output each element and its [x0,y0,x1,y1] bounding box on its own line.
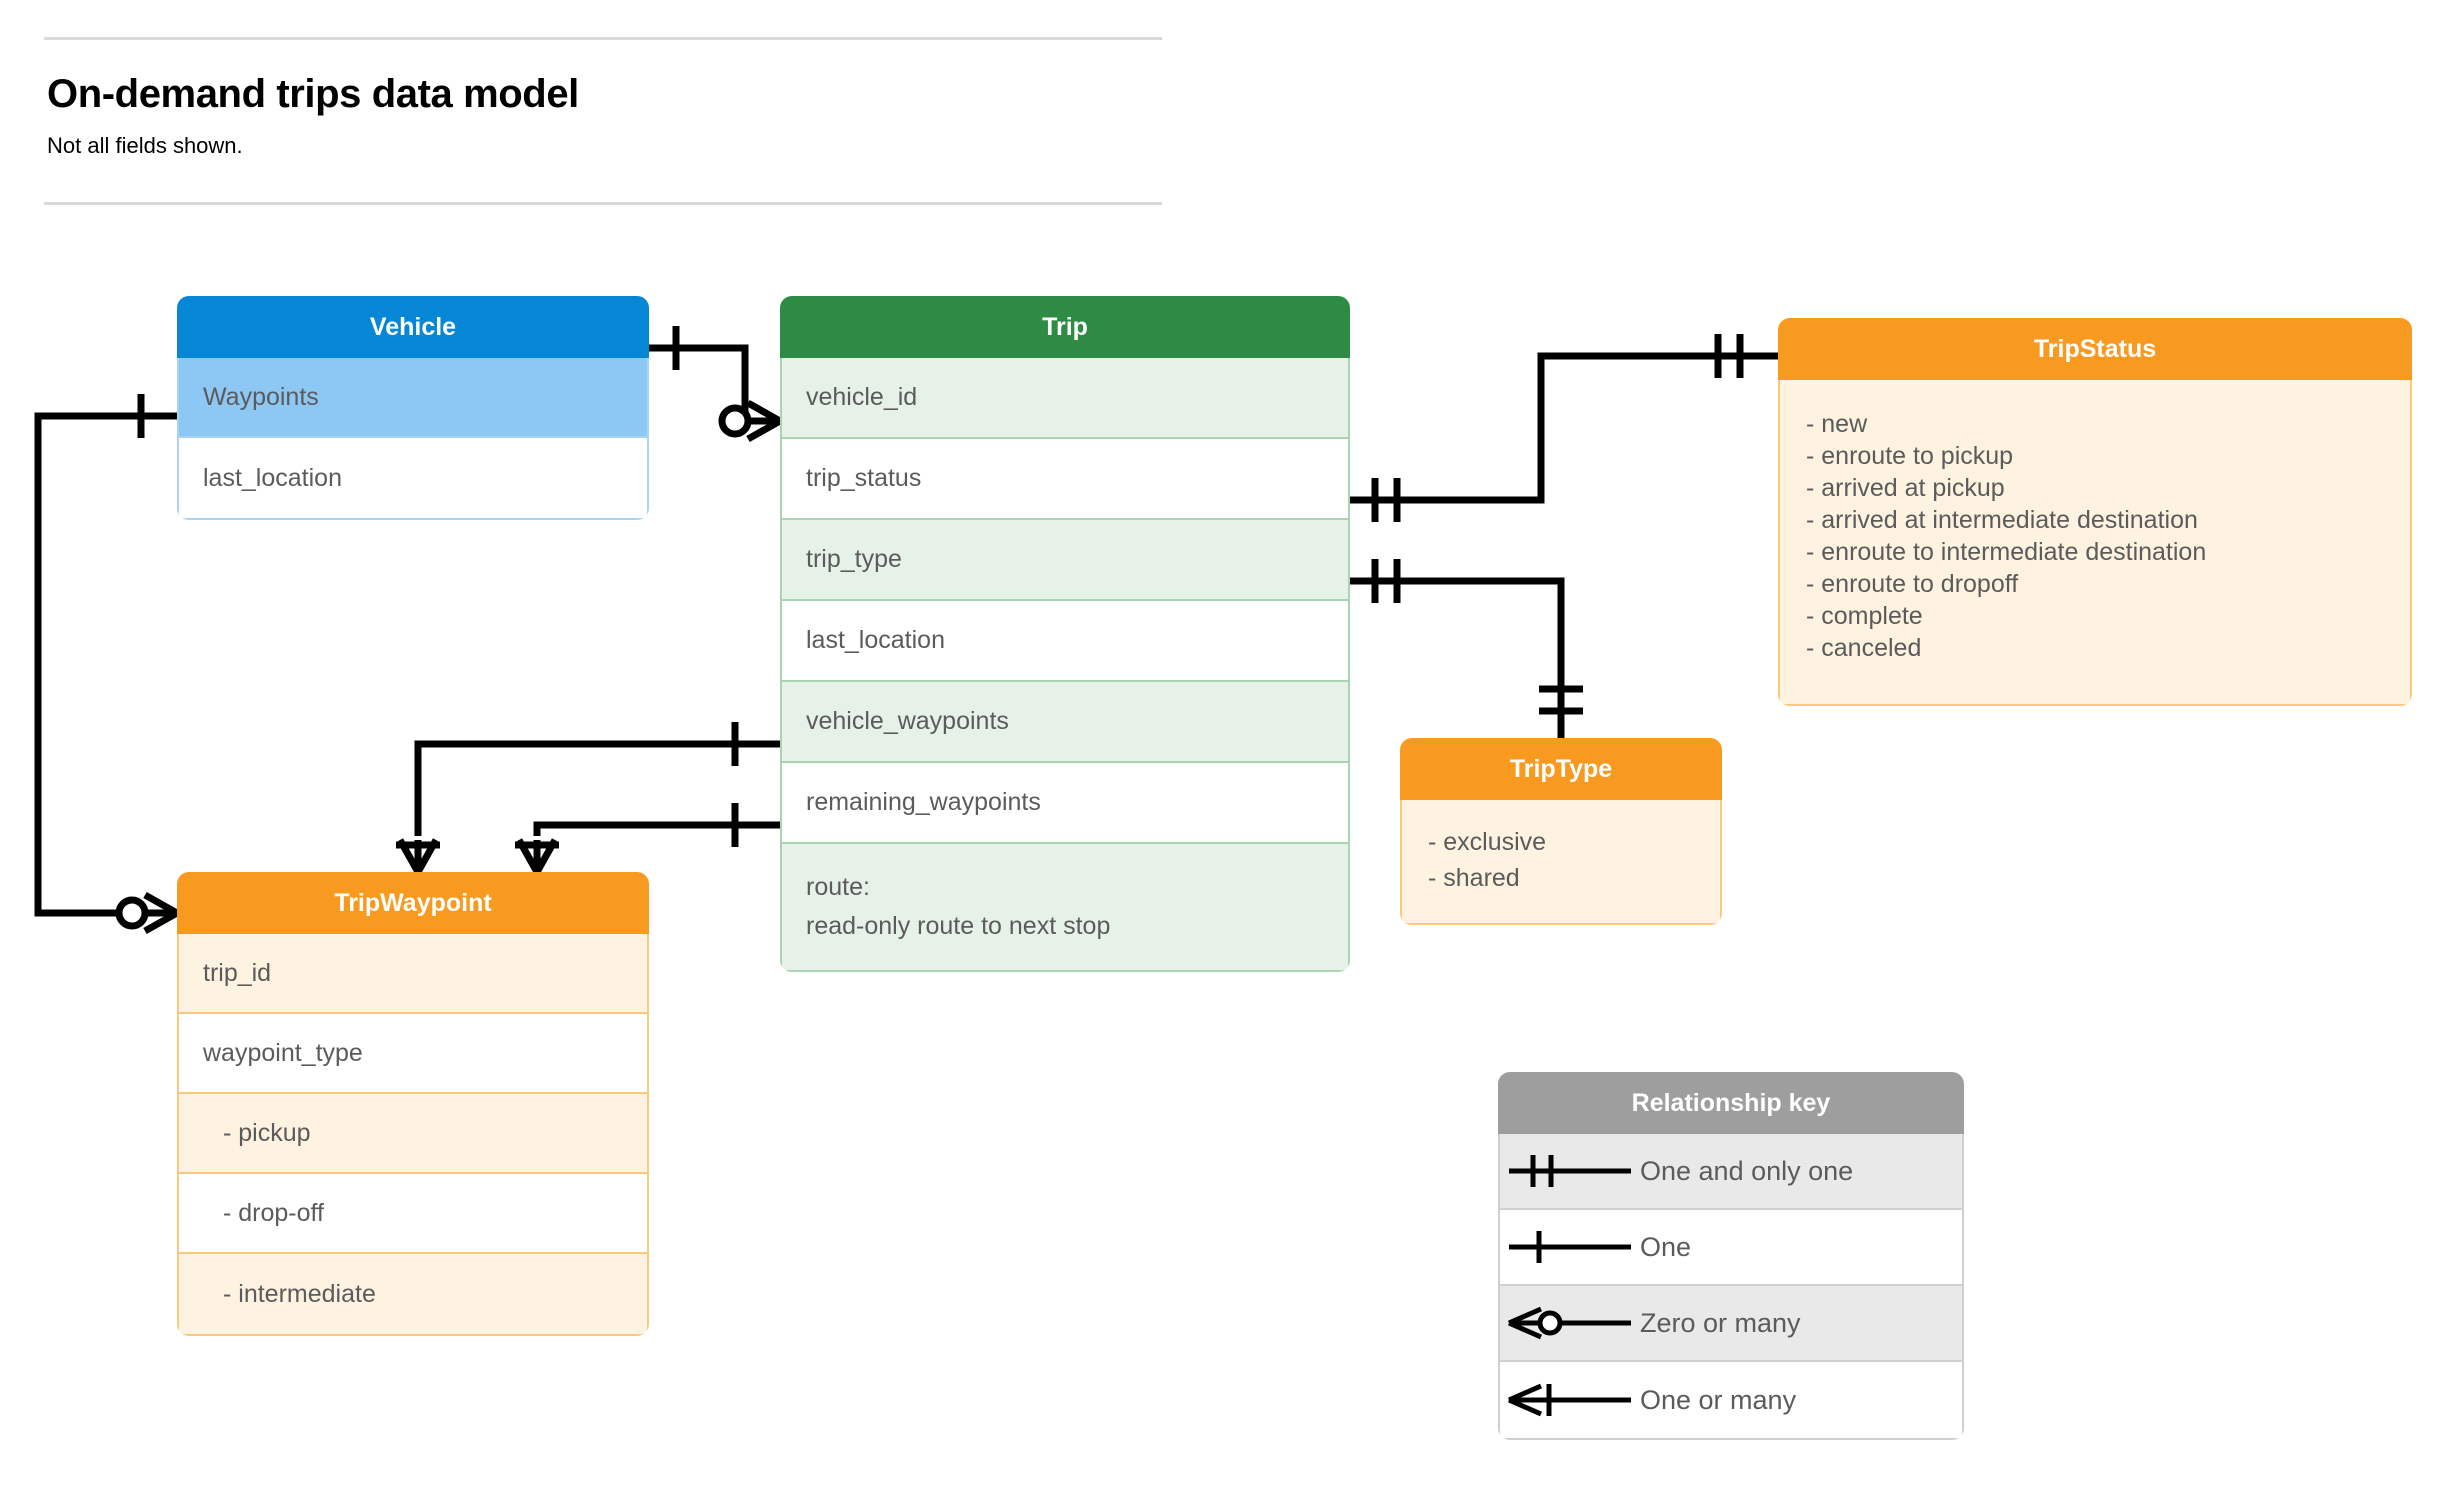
tripstatus-value-arrived-at-pickup: - arrived at pickup [1806,474,2005,502]
legend-row-one-or-many: One or many [1500,1362,1962,1438]
legend-label-zero-or-many: Zero or many [1640,1307,1801,1338]
entity-triptype-title: TripType [1400,738,1722,800]
field-tripwaypoint-value-intermediate: - intermediate [179,1254,647,1334]
entity-trip-fields: vehicle_id trip_status trip_type last_lo… [780,358,1350,972]
crowsfoot-tripwaypoint-left [143,891,179,935]
header-divider-bottom [44,202,1162,205]
entity-tripwaypoint[interactable]: TripWaypoint trip_id waypoint_type - pic… [177,872,649,1336]
zero-circle-trip-vehicleid [718,404,752,438]
field-tripwaypoint-value-pickup: - pickup [179,1094,647,1174]
field-trip-route-label: route: [806,873,870,901]
crowsfoot-tripwaypoint-top-a [396,838,440,874]
tripstatus-value-enroute-to-dropoff: - enroute to dropoff [1806,570,2019,598]
connector-trip-triptype [1350,577,1565,738]
field-trip-route: route: read-only route to next stop [782,844,1348,970]
legend-label-one: One [1640,1231,1692,1262]
entity-vehicle[interactable]: Vehicle Waypoints last_location [177,296,649,520]
tripstatus-value-enroute-to-intermediate: - enroute to intermediate destination [1806,538,2207,566]
crowsfoot-tripwaypoint-top-b [515,838,559,874]
crowsfoot-trip-vehicleid [746,399,782,443]
field-trip-route-description: read-only route to next stop [806,911,1111,940]
relationship-key-panel: Relationship key One and only one [1498,1072,1964,1440]
field-trip-remaining-waypoints: remaining_waypoints [782,763,1348,844]
triptype-value-shared: - shared [1428,864,1520,893]
page-subtitle: Not all fields shown. [47,133,243,158]
entity-tripwaypoint-fields: trip_id waypoint_type - pickup - drop-of… [177,934,649,1336]
tripstatus-value-enroute-to-pickup: - enroute to pickup [1806,442,2014,470]
entity-vehicle-title: Vehicle [177,296,649,358]
relationship-key-title: Relationship key [1498,1072,1964,1134]
field-trip-trip-type: trip_type [782,520,1348,601]
tripstatus-value-new: - new [1806,410,1868,438]
one-and-only-one-icon [1500,1149,1640,1193]
relationship-key-rows: One and only one One [1498,1134,1964,1440]
field-trip-trip-status: trip_status [782,439,1348,520]
tripstatus-value-arrived-at-intermediate: - arrived at intermediate destination [1806,506,2198,534]
connector-remaining-waypoints-field [533,821,780,836]
zero-or-many-icon [1500,1301,1640,1345]
one-or-many-icon [1500,1378,1640,1422]
entity-tripstatus-values: - new - enroute to pickup - arrived at p… [1778,380,2412,706]
entity-triptype[interactable]: TripType - exclusive - shared [1400,738,1722,925]
connector-vehicle-waypoints-tripwaypoint [34,412,177,917]
entity-triptype-values: - exclusive - shared [1400,800,1722,925]
legend-label-one-and-only-one: One and only one [1640,1155,1854,1186]
field-trip-vehicle-id: vehicle_id [782,358,1348,439]
field-trip-last-location: last_location [782,601,1348,682]
entity-tripwaypoint-title: TripWaypoint [177,872,649,934]
one-icon [1500,1225,1640,1269]
legend-row-zero-or-many: Zero or many [1500,1286,1962,1362]
legend-row-one-and-only-one: One and only one [1500,1134,1962,1210]
header-divider-top [44,37,1162,40]
connector-trip-tripstatus [1350,352,1778,504]
field-vehicle-waypoints: Waypoints [179,358,647,438]
field-trip-vehicle-waypoints: vehicle_waypoints [782,682,1348,763]
field-tripwaypoint-trip-id: trip_id [179,934,647,1014]
field-tripwaypoint-value-dropoff: - drop-off [179,1174,647,1254]
entity-vehicle-fields: Waypoints last_location [177,358,649,520]
entity-trip-title: Trip [780,296,1350,358]
field-tripwaypoint-waypoint-type: waypoint_type [179,1014,647,1094]
field-vehicle-last-location: last_location [203,463,342,492]
entity-tripstatus[interactable]: TripStatus - new - enroute to pickup - a… [1778,318,2412,706]
tripstatus-value-complete: - complete [1806,602,1923,630]
connector-vehicle-trip [649,344,757,425]
zero-circle-tripwaypoint-left [115,896,149,930]
connector-vehicle-waypoints-field [414,740,780,836]
page-title: On-demand trips data model [47,72,579,116]
triptype-value-exclusive: - exclusive [1428,828,1547,856]
legend-label-one-or-many: One or many [1640,1384,1797,1415]
tripstatus-value-canceled: - canceled [1806,634,1922,662]
legend-row-one: One [1500,1210,1962,1286]
entity-trip[interactable]: Trip vehicle_id trip_status trip_type la… [780,296,1350,972]
entity-tripstatus-title: TripStatus [1778,318,2412,380]
